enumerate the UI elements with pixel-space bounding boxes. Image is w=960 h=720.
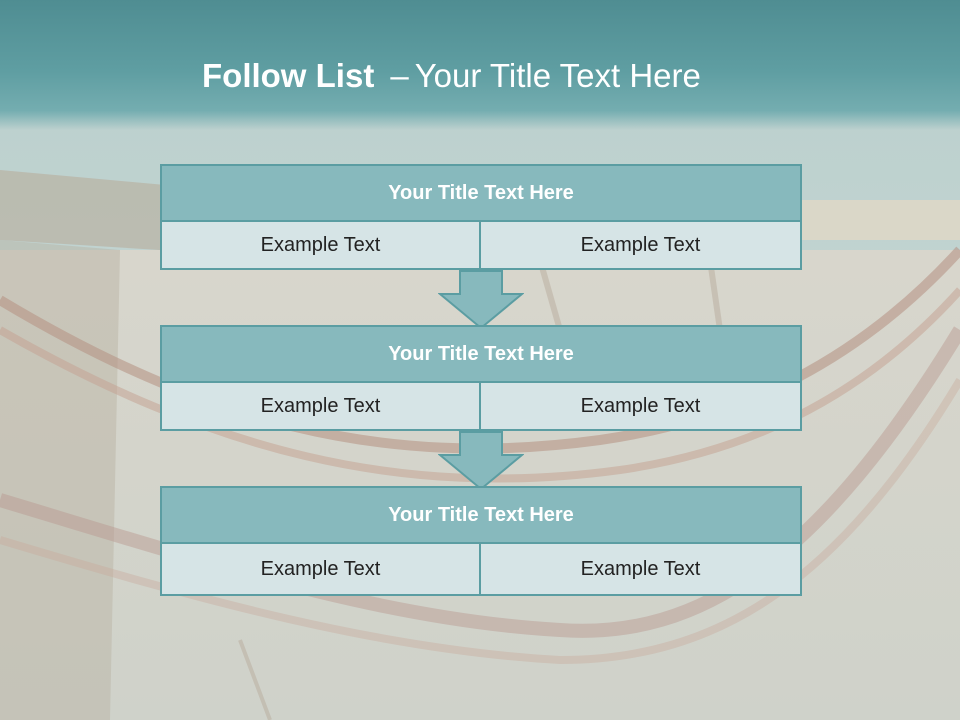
step-cell-left: Example Text xyxy=(160,542,481,596)
down-arrow-icon xyxy=(438,431,524,491)
title-rest: Your Title Text Here xyxy=(414,57,701,94)
step-row: Example Text Example Text xyxy=(160,220,802,270)
step-title: Your Title Text Here xyxy=(160,325,802,383)
title-bold: Follow List xyxy=(202,57,375,94)
step-block-3: Your Title Text Here Example Text Exampl… xyxy=(160,486,802,596)
slide-title: Follow List–Your Title Text Here xyxy=(202,52,701,100)
step-cell-right: Example Text xyxy=(479,220,802,270)
step-cell-right: Example Text xyxy=(479,542,802,596)
step-title: Your Title Text Here xyxy=(160,164,802,222)
step-row: Example Text Example Text xyxy=(160,381,802,431)
step-title: Your Title Text Here xyxy=(160,486,802,544)
step-block-2: Your Title Text Here Example Text Exampl… xyxy=(160,325,802,431)
step-cell-left: Example Text xyxy=(160,220,481,270)
header-band xyxy=(0,0,960,130)
step-cell-left: Example Text xyxy=(160,381,481,431)
down-arrow-icon xyxy=(438,270,524,330)
step-block-1: Your Title Text Here Example Text Exampl… xyxy=(160,164,802,270)
step-row: Example Text Example Text xyxy=(160,542,802,596)
title-separator: – xyxy=(390,57,409,94)
step-cell-right: Example Text xyxy=(479,381,802,431)
